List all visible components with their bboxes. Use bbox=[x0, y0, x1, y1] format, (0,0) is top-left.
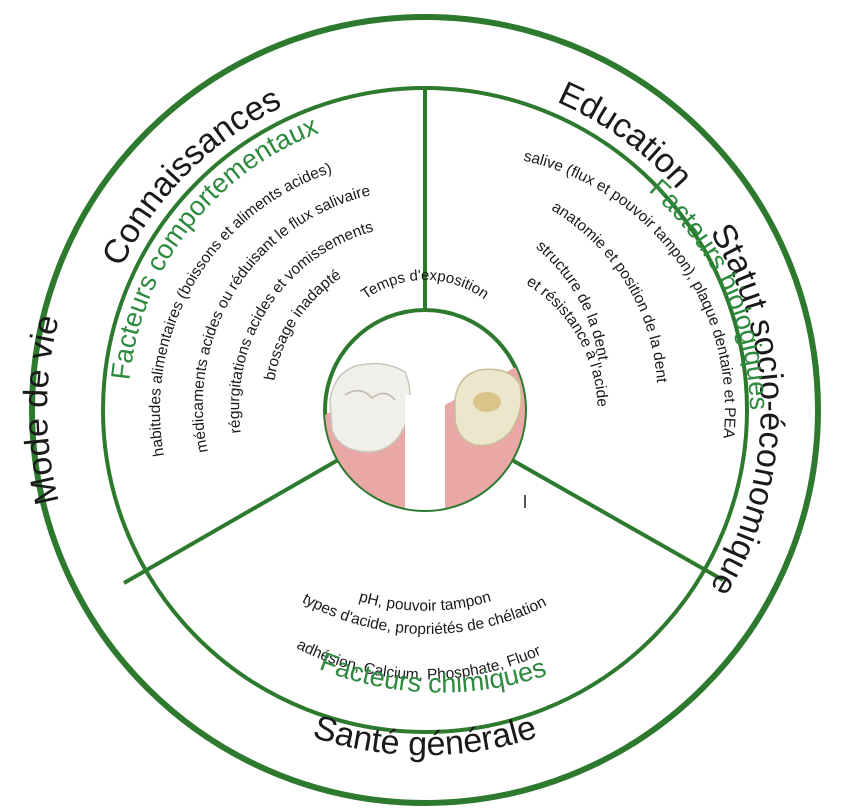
divider-bottom-right bbox=[511, 458, 724, 582]
center-gap bbox=[405, 395, 445, 510]
divider-bottom-left bbox=[123, 458, 339, 585]
eroded-tooth-icon bbox=[454, 368, 522, 447]
